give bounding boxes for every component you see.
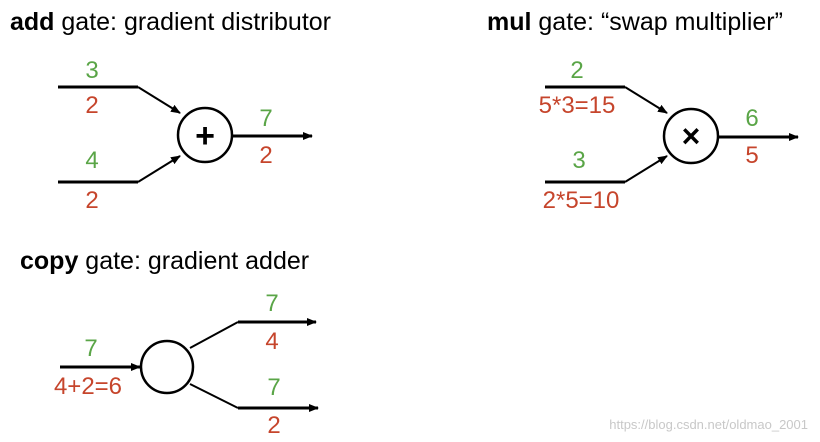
mul-input-1-value: 2 [570, 57, 583, 84]
mul-input-2-gradient: 2*5=10 [543, 187, 620, 214]
mul-gate-title-rest: gate: “swap multiplier” [531, 8, 783, 36]
add-input-2-arrow [137, 155, 181, 183]
copy-input-value: 7 [84, 335, 97, 362]
copy-gate-title-bold: copy [20, 247, 79, 275]
mul-gate-title: mul gate: “swap multiplier” [487, 10, 783, 35]
mul-operator-symbol: × [682, 118, 701, 154]
mul-input-2-arrow [624, 155, 668, 183]
mul-output-gradient: 5 [745, 142, 758, 169]
add-gate-title-rest: gate: gradient distributor [54, 8, 332, 36]
mul-input-1-arrow [624, 86, 668, 114]
copy-output-2-branch [189, 383, 239, 409]
copy-gate-title: copy gate: gradient adder [20, 249, 309, 274]
copy-output-2-gradient: 2 [267, 412, 280, 439]
copy-output-1-gradient: 4 [265, 328, 278, 355]
copy-gate-node [139, 339, 195, 395]
copy-output-1-branch [189, 321, 239, 349]
mul-input-1-gradient: 5*3=15 [539, 92, 616, 119]
copy-output-2-value: 7 [267, 374, 280, 401]
add-output-value: 7 [259, 105, 272, 132]
add-input-2-gradient: 2 [85, 187, 98, 214]
mul-output-value: 6 [745, 105, 758, 132]
copy-input-gradient: 4+2=6 [54, 373, 122, 400]
copy-gate: 7 4+2=6 7 4 7 2 [54, 290, 319, 439]
mul-input-2-value: 3 [572, 147, 585, 174]
add-operator-symbol: + [195, 117, 215, 155]
copy-output-1-value: 7 [265, 290, 278, 317]
add-gate: + 3 2 4 2 7 2 [58, 57, 313, 214]
mul-gate-title-bold: mul [487, 8, 532, 36]
add-gate-title: add gate: gradient distributor [10, 10, 331, 35]
add-input-1-value: 3 [85, 57, 98, 84]
copy-gate-title-rest: gate: gradient adder [78, 247, 310, 275]
add-input-2-value: 4 [85, 147, 98, 174]
mul-gate: × 2 5*3=15 3 2*5=10 6 5 [539, 57, 799, 214]
add-input-1-arrow [137, 86, 181, 114]
add-output-gradient: 2 [259, 142, 272, 169]
add-input-1-gradient: 2 [85, 92, 98, 119]
add-gate-title-bold: add [10, 8, 55, 36]
watermark: https://blog.csdn.net/oldmao_2001 [609, 417, 808, 432]
